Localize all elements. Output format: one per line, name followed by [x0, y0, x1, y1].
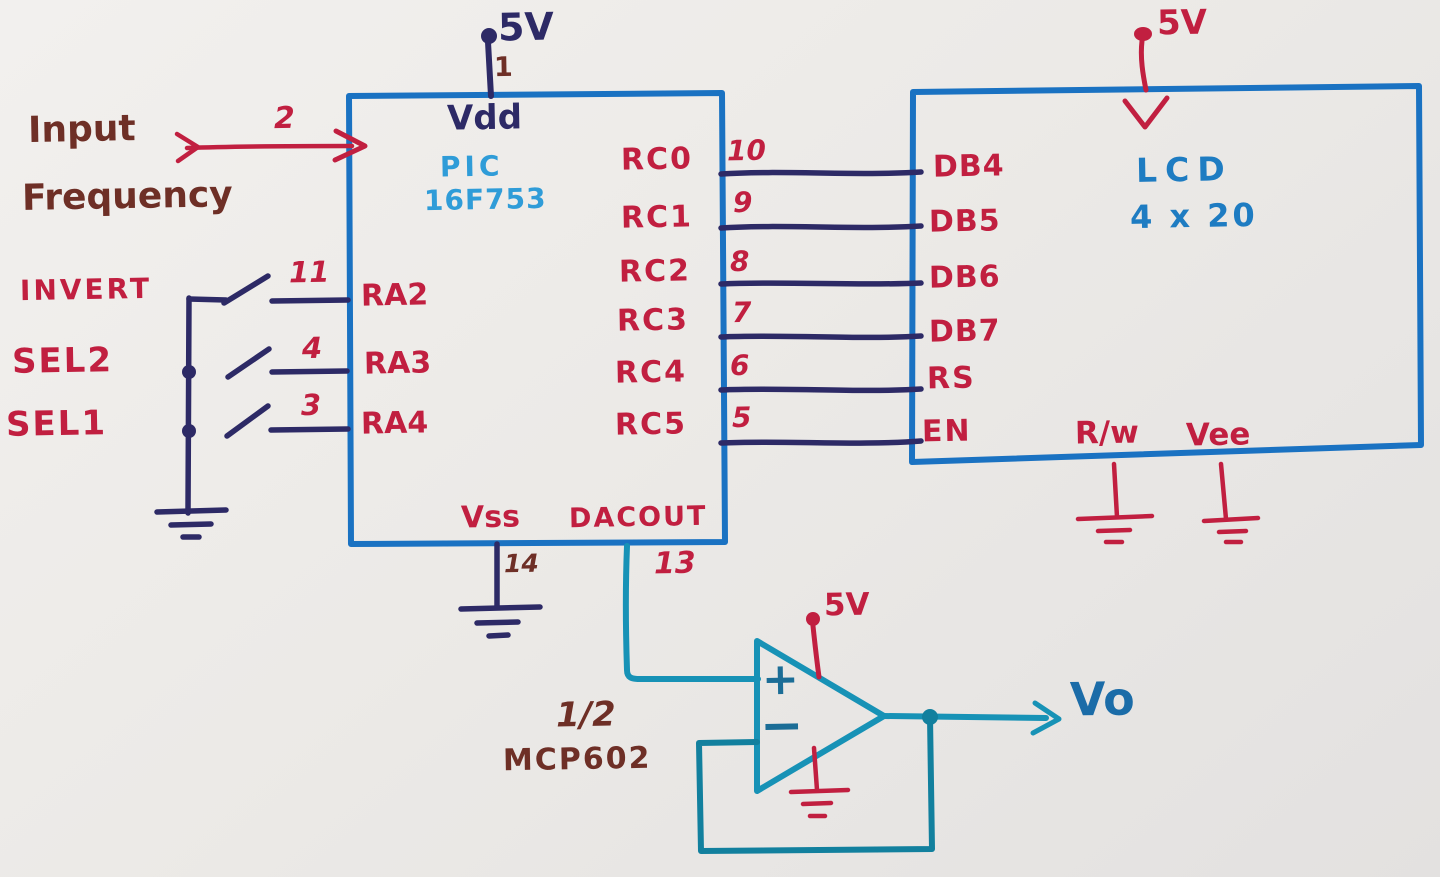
- feedback-wire: [696, 714, 935, 854]
- lcd-5v-label: 5V: [1156, 2, 1208, 44]
- port-label-rc4: RC4: [614, 354, 688, 391]
- pin-number-10: 10: [726, 133, 767, 168]
- lcd-pin-label-db6: DB6: [928, 259, 1001, 296]
- pic-5v-node-dot: [481, 28, 497, 44]
- input-label-line2: Frequency: [21, 174, 234, 219]
- lcd-title-line1: LCD: [1135, 149, 1233, 190]
- port-label-rc2: RC2: [618, 253, 692, 290]
- pic-dacout-label: DACOUT: [568, 500, 708, 535]
- port-label-ra4: RA4: [360, 405, 429, 442]
- wire-rc0-db4: [718, 169, 924, 177]
- pin-number-3: 3: [300, 387, 322, 423]
- pic-name-line1: PIC: [439, 149, 504, 184]
- port-label-rc1: RC1: [620, 199, 694, 236]
- sel1-pin-wire: [268, 426, 351, 433]
- wire-rc1-db5: [718, 223, 924, 231]
- rw-ground-icon: [1075, 513, 1155, 545]
- port-label-ra2: RA2: [360, 277, 429, 314]
- pin-number-11: 11: [288, 254, 330, 290]
- vee-pin-wire: [1218, 461, 1229, 522]
- opamp-part-line2: MCP602: [502, 740, 652, 779]
- invert-switch-contact: [186, 296, 229, 303]
- opamp-ground-wire: [811, 745, 820, 793]
- dacout-wire: [622, 543, 761, 682]
- opamp-5v-stub-wire: [810, 623, 822, 680]
- pic-pin1-number: 1: [493, 51, 514, 84]
- opamp-5v-label: 5V: [823, 586, 870, 624]
- pin-number-9: 9: [732, 185, 753, 220]
- input-arrowhead-icon: [332, 128, 368, 163]
- pin-number-5: 5: [731, 400, 752, 435]
- lcd-title-line2: 4 x 20: [1129, 195, 1259, 237]
- pin-number-6: 6: [729, 348, 750, 383]
- vss-ground-icon: [458, 604, 543, 639]
- switch-ground-icon: [154, 507, 229, 540]
- wire-rc4-rs: [718, 386, 924, 394]
- switch-common-wire: [185, 295, 192, 516]
- wire-rc2-db6: [718, 280, 924, 287]
- lcd-vee-label: Vee: [1185, 416, 1251, 454]
- switch-label-sel1: SEL1: [5, 403, 108, 445]
- port-label-rc3: RC3: [616, 302, 690, 339]
- opamp-5v-node-dot: [806, 612, 820, 626]
- wire-rc5-en: [718, 438, 924, 446]
- switch-label-sel2: SEL2: [11, 340, 114, 382]
- pic-5v-stub-wire: [485, 39, 494, 99]
- invert-pin-wire: [269, 297, 351, 304]
- pin-number-8: 8: [729, 244, 750, 279]
- pic-box: [346, 90, 728, 547]
- output-vo-label: Vo: [1069, 671, 1136, 727]
- input-pin-number: 2: [273, 100, 296, 137]
- pic-vdd-label: Vdd: [446, 97, 523, 139]
- lcd-pin-label-db7: DB7: [928, 313, 1001, 350]
- sel2-junction-dot: [182, 365, 196, 379]
- lcd-5v-node-dot: [1134, 27, 1152, 41]
- port-label-rc5: RC5: [614, 406, 688, 443]
- output-arrowhead-icon: [1030, 700, 1062, 736]
- switch-label-invert: INVERT: [19, 271, 153, 308]
- lcd-pin-label-db5: DB5: [928, 203, 1001, 240]
- invert-switch-blade: [221, 273, 271, 306]
- sel1-switch-blade: [224, 403, 271, 439]
- lcd-pin-label-rs: RS: [926, 360, 977, 397]
- lcd-rw-label: R/w: [1074, 414, 1140, 452]
- pin-number-14: 14: [503, 548, 540, 579]
- rw-pin-wire: [1111, 461, 1120, 520]
- sel1-junction-dot: [182, 424, 196, 438]
- lcd-pin-label-en: EN: [921, 413, 972, 450]
- opamp-ground-icon: [788, 787, 851, 819]
- sel2-switch-blade: [225, 346, 272, 380]
- opamp-minus-input-label: −: [759, 695, 805, 757]
- input-start-chevron-icon: [174, 131, 201, 164]
- wire-rc3-db7: [718, 333, 924, 341]
- lcd-pin-label-db4: DB4: [932, 148, 1005, 185]
- lcd-5v-stub-wire: [1138, 38, 1149, 93]
- pin-number-4: 4: [301, 330, 323, 366]
- opamp-part-line1: 1/2: [555, 694, 617, 736]
- input-frequency-wire: [184, 143, 355, 151]
- vee-ground-icon: [1201, 515, 1261, 545]
- pic-vss-label: Vss: [460, 499, 521, 536]
- sel2-pin-wire: [269, 368, 350, 375]
- port-label-ra3: RA3: [363, 345, 432, 382]
- input-label-line1: Input: [27, 108, 136, 151]
- output-wire: [881, 713, 1049, 721]
- pic-5v-label: 5V: [497, 4, 555, 50]
- pin-number-13: 13: [653, 545, 697, 582]
- port-label-rc0: RC0: [620, 141, 694, 178]
- pin-number-7: 7: [731, 295, 752, 330]
- pic-name-line2: 16F753: [423, 181, 547, 218]
- lcd-5v-arrow-icon: [1122, 95, 1170, 130]
